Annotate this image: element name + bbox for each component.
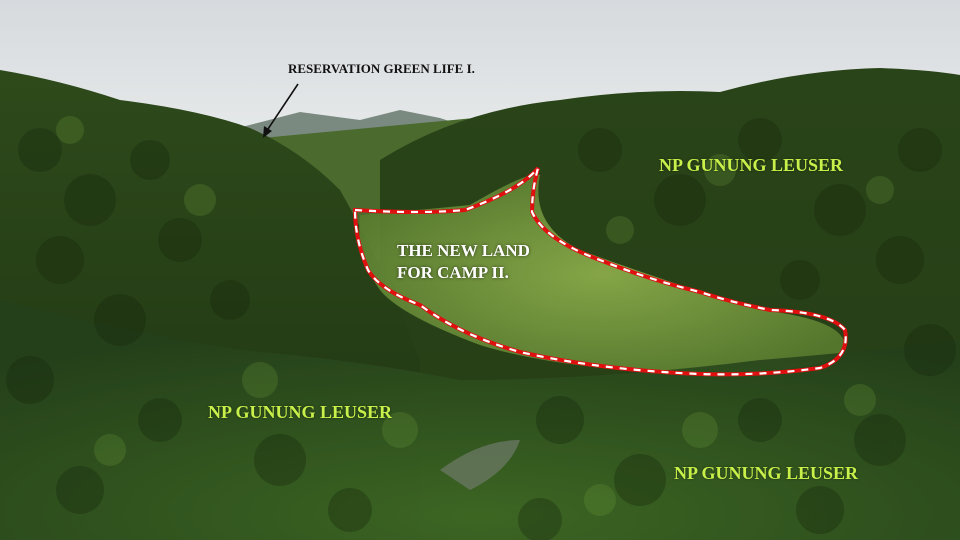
foreground-canopy bbox=[0, 300, 960, 540]
canopy-texture bbox=[6, 118, 956, 540]
canopy-highlights bbox=[56, 116, 894, 516]
np-label-bottom-left: NP GUNUNG LEUSER bbox=[208, 402, 393, 422]
river bbox=[440, 440, 520, 490]
np-label-bottom-right: NP GUNUNG LEUSER bbox=[674, 463, 859, 483]
new-land-label-line2: FOR CAMP II. bbox=[397, 263, 509, 282]
clearing bbox=[359, 174, 846, 374]
reservation-label: RESERVATION GREEN LIFE I. bbox=[288, 61, 475, 76]
new-land-label: THE NEW LAND FOR CAMP II. bbox=[397, 240, 530, 284]
new-land-label-line1: THE NEW LAND bbox=[397, 241, 530, 260]
new-land-boundary-outline bbox=[352, 166, 848, 377]
np-label-top-right: NP GUNUNG LEUSER bbox=[659, 155, 844, 175]
